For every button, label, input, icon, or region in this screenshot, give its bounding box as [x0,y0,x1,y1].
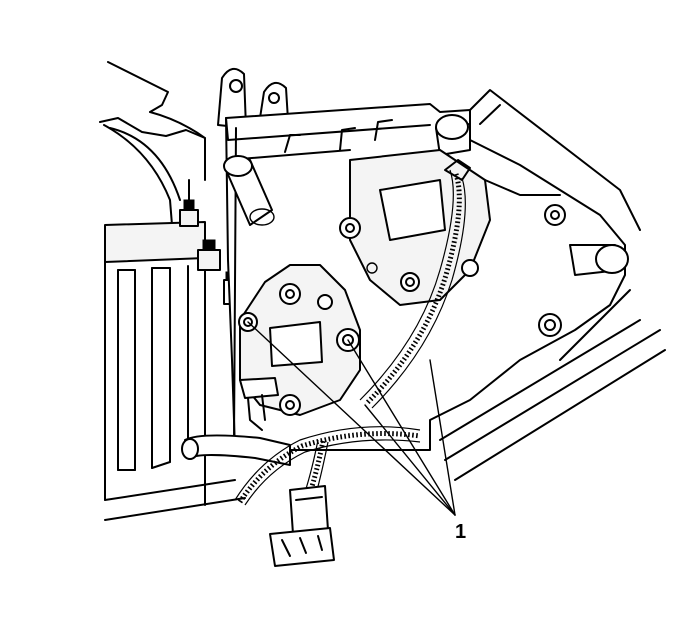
harness-clip [239,377,279,431]
sensor-connector-middle [197,239,221,271]
blower-housing [99,61,206,226]
wiring-harness-lower [234,426,421,506]
pivot-post-left [223,155,275,226]
pivot-post-right [569,244,629,276]
mounting-bracket-left [217,67,247,129]
sensor-connector-upper [179,179,199,227]
callout-label-1: 1 [455,521,466,543]
outer-trim [439,289,666,481]
wiring-harness-main [359,159,471,409]
duct-tube [181,434,291,466]
electrical-connector [269,485,335,567]
callout-leaders [247,321,456,516]
pivot-post-top [435,114,471,156]
heater-core [104,221,246,521]
upper-actuator [339,149,566,306]
mounting-bracket-right [259,81,289,121]
